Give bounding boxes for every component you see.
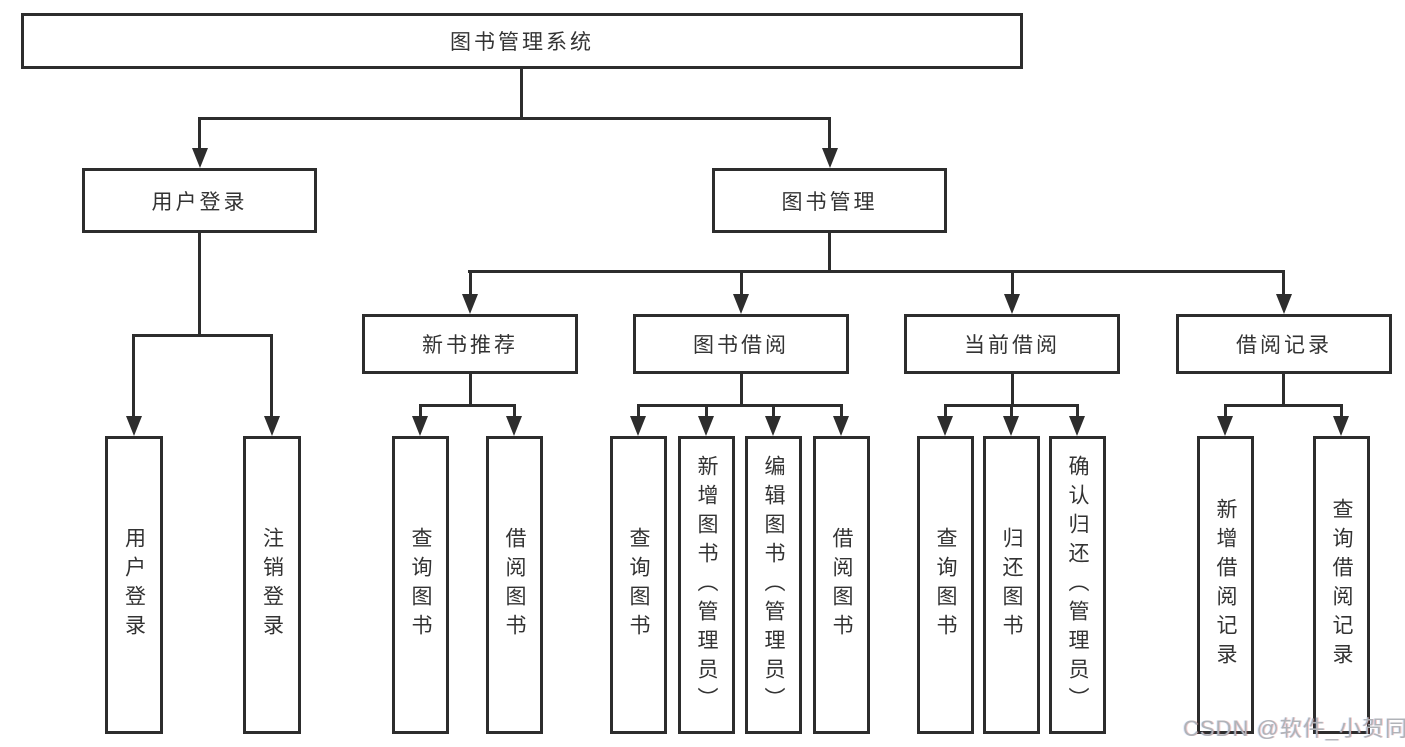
node-new-book-recommend: 新书推荐: [362, 314, 578, 374]
node-root: 图书管理系统: [21, 13, 1023, 69]
arrowhead-group1: [462, 294, 478, 314]
connector-user-hline: [132, 334, 273, 337]
leaf-g1-borrow-book: 借阅图书: [486, 436, 543, 734]
connector-book-down: [828, 233, 831, 273]
connector-book-hline: [468, 270, 1285, 273]
leaf-g2-edit-book-admin: 编辑图书（管理员）: [745, 436, 802, 734]
leaf-g2-query-book-label: 查询图书: [627, 527, 650, 643]
arrowhead-g2-leaf4: [833, 416, 849, 436]
leaf-g4-query-borrow-record-label: 查询借阅记录: [1330, 498, 1353, 672]
leaf-g3-query-book: 查询图书: [917, 436, 974, 734]
leaf-g1-borrow-book-label: 借阅图书: [503, 527, 526, 643]
leaf-g4-add-borrow-record-label: 新增借阅记录: [1214, 498, 1237, 672]
leaf-g2-borrow-book: 借阅图书: [813, 436, 870, 734]
connector-group1-hline: [419, 404, 516, 407]
node-current-borrow-label: 当前借阅: [964, 334, 1060, 357]
leaf-g1-query-book-label: 查询图书: [409, 527, 432, 643]
connector-g2-leaf1-stem: [637, 404, 640, 420]
leaf-g4-query-borrow-record: 查询借阅记录: [1313, 436, 1370, 734]
node-book-borrow: 图书借阅: [633, 314, 849, 374]
connector-group2-down: [740, 374, 743, 407]
arrowhead-group2: [733, 294, 749, 314]
leaf-g2-add-book-admin: 新增图书（管理员）: [678, 436, 735, 734]
connector-g4-leaf2-stem: [1340, 404, 1343, 420]
leaf-g1-query-book: 查询图书: [392, 436, 449, 734]
arrowhead-g1-leaf1: [412, 416, 428, 436]
connector-g1-leaf2-stem: [513, 404, 516, 420]
arrowhead-user-leaf2: [264, 416, 280, 436]
arrowhead-g2-leaf3: [765, 416, 781, 436]
connector-g4-leaf1-stem: [1224, 404, 1227, 420]
leaf-user-login-label: 用户登录: [122, 527, 146, 643]
connector-group2-hline: [637, 404, 843, 407]
arrowhead-group4: [1276, 294, 1292, 314]
connector-group1-stem: [469, 270, 472, 298]
connector-book-stem: [828, 117, 831, 150]
connector-g3-leaf2-stem: [1010, 404, 1013, 420]
leaf-g3-confirm-return-admin: 确认归还（管理员）: [1049, 436, 1106, 734]
leaf-user-login: 用户登录: [105, 436, 163, 734]
arrowhead-user: [192, 148, 208, 168]
arrowhead-g4-leaf1: [1217, 416, 1233, 436]
connector-group1-down: [469, 374, 472, 407]
leaf-g3-query-book-label: 查询图书: [934, 527, 957, 643]
connector-user-stem: [198, 117, 201, 150]
arrowhead-g3-leaf3: [1069, 416, 1085, 436]
leaf-g3-return-book: 归还图书: [983, 436, 1040, 734]
arrowhead-book: [822, 148, 838, 168]
arrowhead-g3-leaf1: [937, 416, 953, 436]
connector-root-hline: [198, 117, 831, 120]
connector-group3-down: [1011, 374, 1014, 407]
node-borrow-records-label: 借阅记录: [1236, 334, 1332, 357]
connector-g1-leaf1-stem: [419, 404, 422, 420]
connector-group2-stem: [740, 270, 743, 298]
connector-g2-leaf4-stem: [840, 404, 843, 420]
leaf-g3-return-book-label: 归还图书: [1000, 527, 1023, 643]
arrowhead-g2-leaf2: [698, 416, 714, 436]
connector-group4-down: [1282, 374, 1285, 407]
leaf-g3-confirm-return-admin-label: 确认归还（管理员）: [1066, 454, 1089, 716]
leaf-logout-label: 注销登录: [260, 527, 284, 643]
connector-g2-leaf3-stem: [772, 404, 775, 420]
leaf-g2-edit-book-admin-label: 编辑图书（管理员）: [762, 454, 785, 716]
connector-group4-hline: [1224, 404, 1343, 407]
node-user-login-branch: 用户登录: [82, 168, 317, 233]
connector-user-down: [198, 233, 201, 335]
connector-user-leaf1-stem: [132, 334, 135, 418]
leaf-g4-add-borrow-record: 新增借阅记录: [1197, 436, 1254, 734]
leaf-g2-borrow-book-label: 借阅图书: [830, 527, 853, 643]
csdn-watermark: CSDN @软件_小贺同学: [1183, 716, 1405, 741]
arrowhead-g2-leaf1: [630, 416, 646, 436]
leaf-g2-add-book-admin-label: 新增图书（管理员）: [695, 454, 718, 716]
connector-root-stem: [520, 69, 523, 120]
node-borrow-records: 借阅记录: [1176, 314, 1392, 374]
node-new-book-recommend-label: 新书推荐: [422, 334, 518, 357]
arrowhead-group3: [1004, 294, 1020, 314]
connector-g3-leaf3-stem: [1076, 404, 1079, 420]
connector-g2-leaf2-stem: [705, 404, 708, 420]
node-user-login-branch-label: 用户登录: [151, 190, 248, 214]
connector-g3-leaf1-stem: [944, 404, 947, 420]
leaf-logout: 注销登录: [243, 436, 301, 734]
connector-user-leaf2-stem: [270, 334, 273, 418]
connector-group3-stem: [1011, 270, 1014, 298]
leaf-g2-query-book: 查询图书: [610, 436, 667, 734]
arrowhead-user-leaf1: [126, 416, 142, 436]
arrowhead-g1-leaf2: [506, 416, 522, 436]
connector-group4-stem: [1282, 270, 1285, 298]
node-current-borrow: 当前借阅: [904, 314, 1120, 374]
node-root-label: 图书管理系统: [450, 31, 594, 54]
arrowhead-g3-leaf2: [1003, 416, 1019, 436]
node-book-borrow-label: 图书借阅: [693, 334, 789, 357]
node-book-management-label: 图书管理: [781, 190, 878, 214]
node-book-management: 图书管理: [712, 168, 947, 233]
arrowhead-g4-leaf2: [1333, 416, 1349, 436]
